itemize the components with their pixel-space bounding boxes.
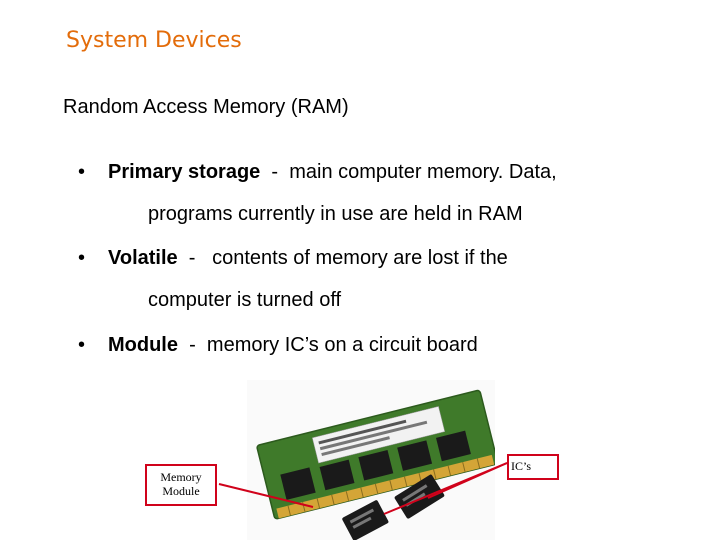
bullet-primary-storage: • Primary storage - main computer memory.… [70, 160, 557, 184]
bullet-separator: - [271, 161, 279, 183]
ram-module-image [247, 380, 499, 541]
ram-module-illustration [256, 389, 499, 541]
bullet-dot: • [78, 334, 86, 356]
slide-title: System Devices [66, 28, 242, 53]
ics-callout: IC’s [507, 454, 559, 480]
bullet-text: memory IC’s on a circuit board [206, 334, 478, 356]
bullet-term: Volatile [108, 247, 178, 269]
bullet-continuation: computer is turned off [148, 289, 342, 311]
callout-text-line: Memory [160, 470, 202, 484]
bullet-text: main computer memory. Data, [289, 161, 557, 183]
bullet-separator: - [189, 334, 196, 356]
bullet-text: contents of memory are lost if the [212, 247, 508, 269]
bullet-dot: • [78, 247, 86, 269]
bullet-volatile: • Volatile - contents of memory are lost … [70, 246, 508, 270]
bullet-separator: - [188, 247, 196, 269]
callout-text: IC’s [511, 459, 532, 473]
memory-module-callout: Memory Module [145, 464, 217, 506]
slide-subtitle: Random Access Memory (RAM) [63, 96, 349, 118]
bullet-dot: • [78, 161, 86, 183]
bullet-module: • Module - memory IC’s on a circuit board [70, 333, 478, 357]
bullet-term: Module [108, 334, 178, 356]
callout-text-line: Module [162, 484, 200, 498]
module-callout-line [218, 483, 314, 508]
bullet-term: Primary storage [108, 161, 261, 183]
bullet-continuation: programs currently in use are held in RA… [148, 203, 523, 225]
ics-callout-line-2 [383, 462, 508, 515]
